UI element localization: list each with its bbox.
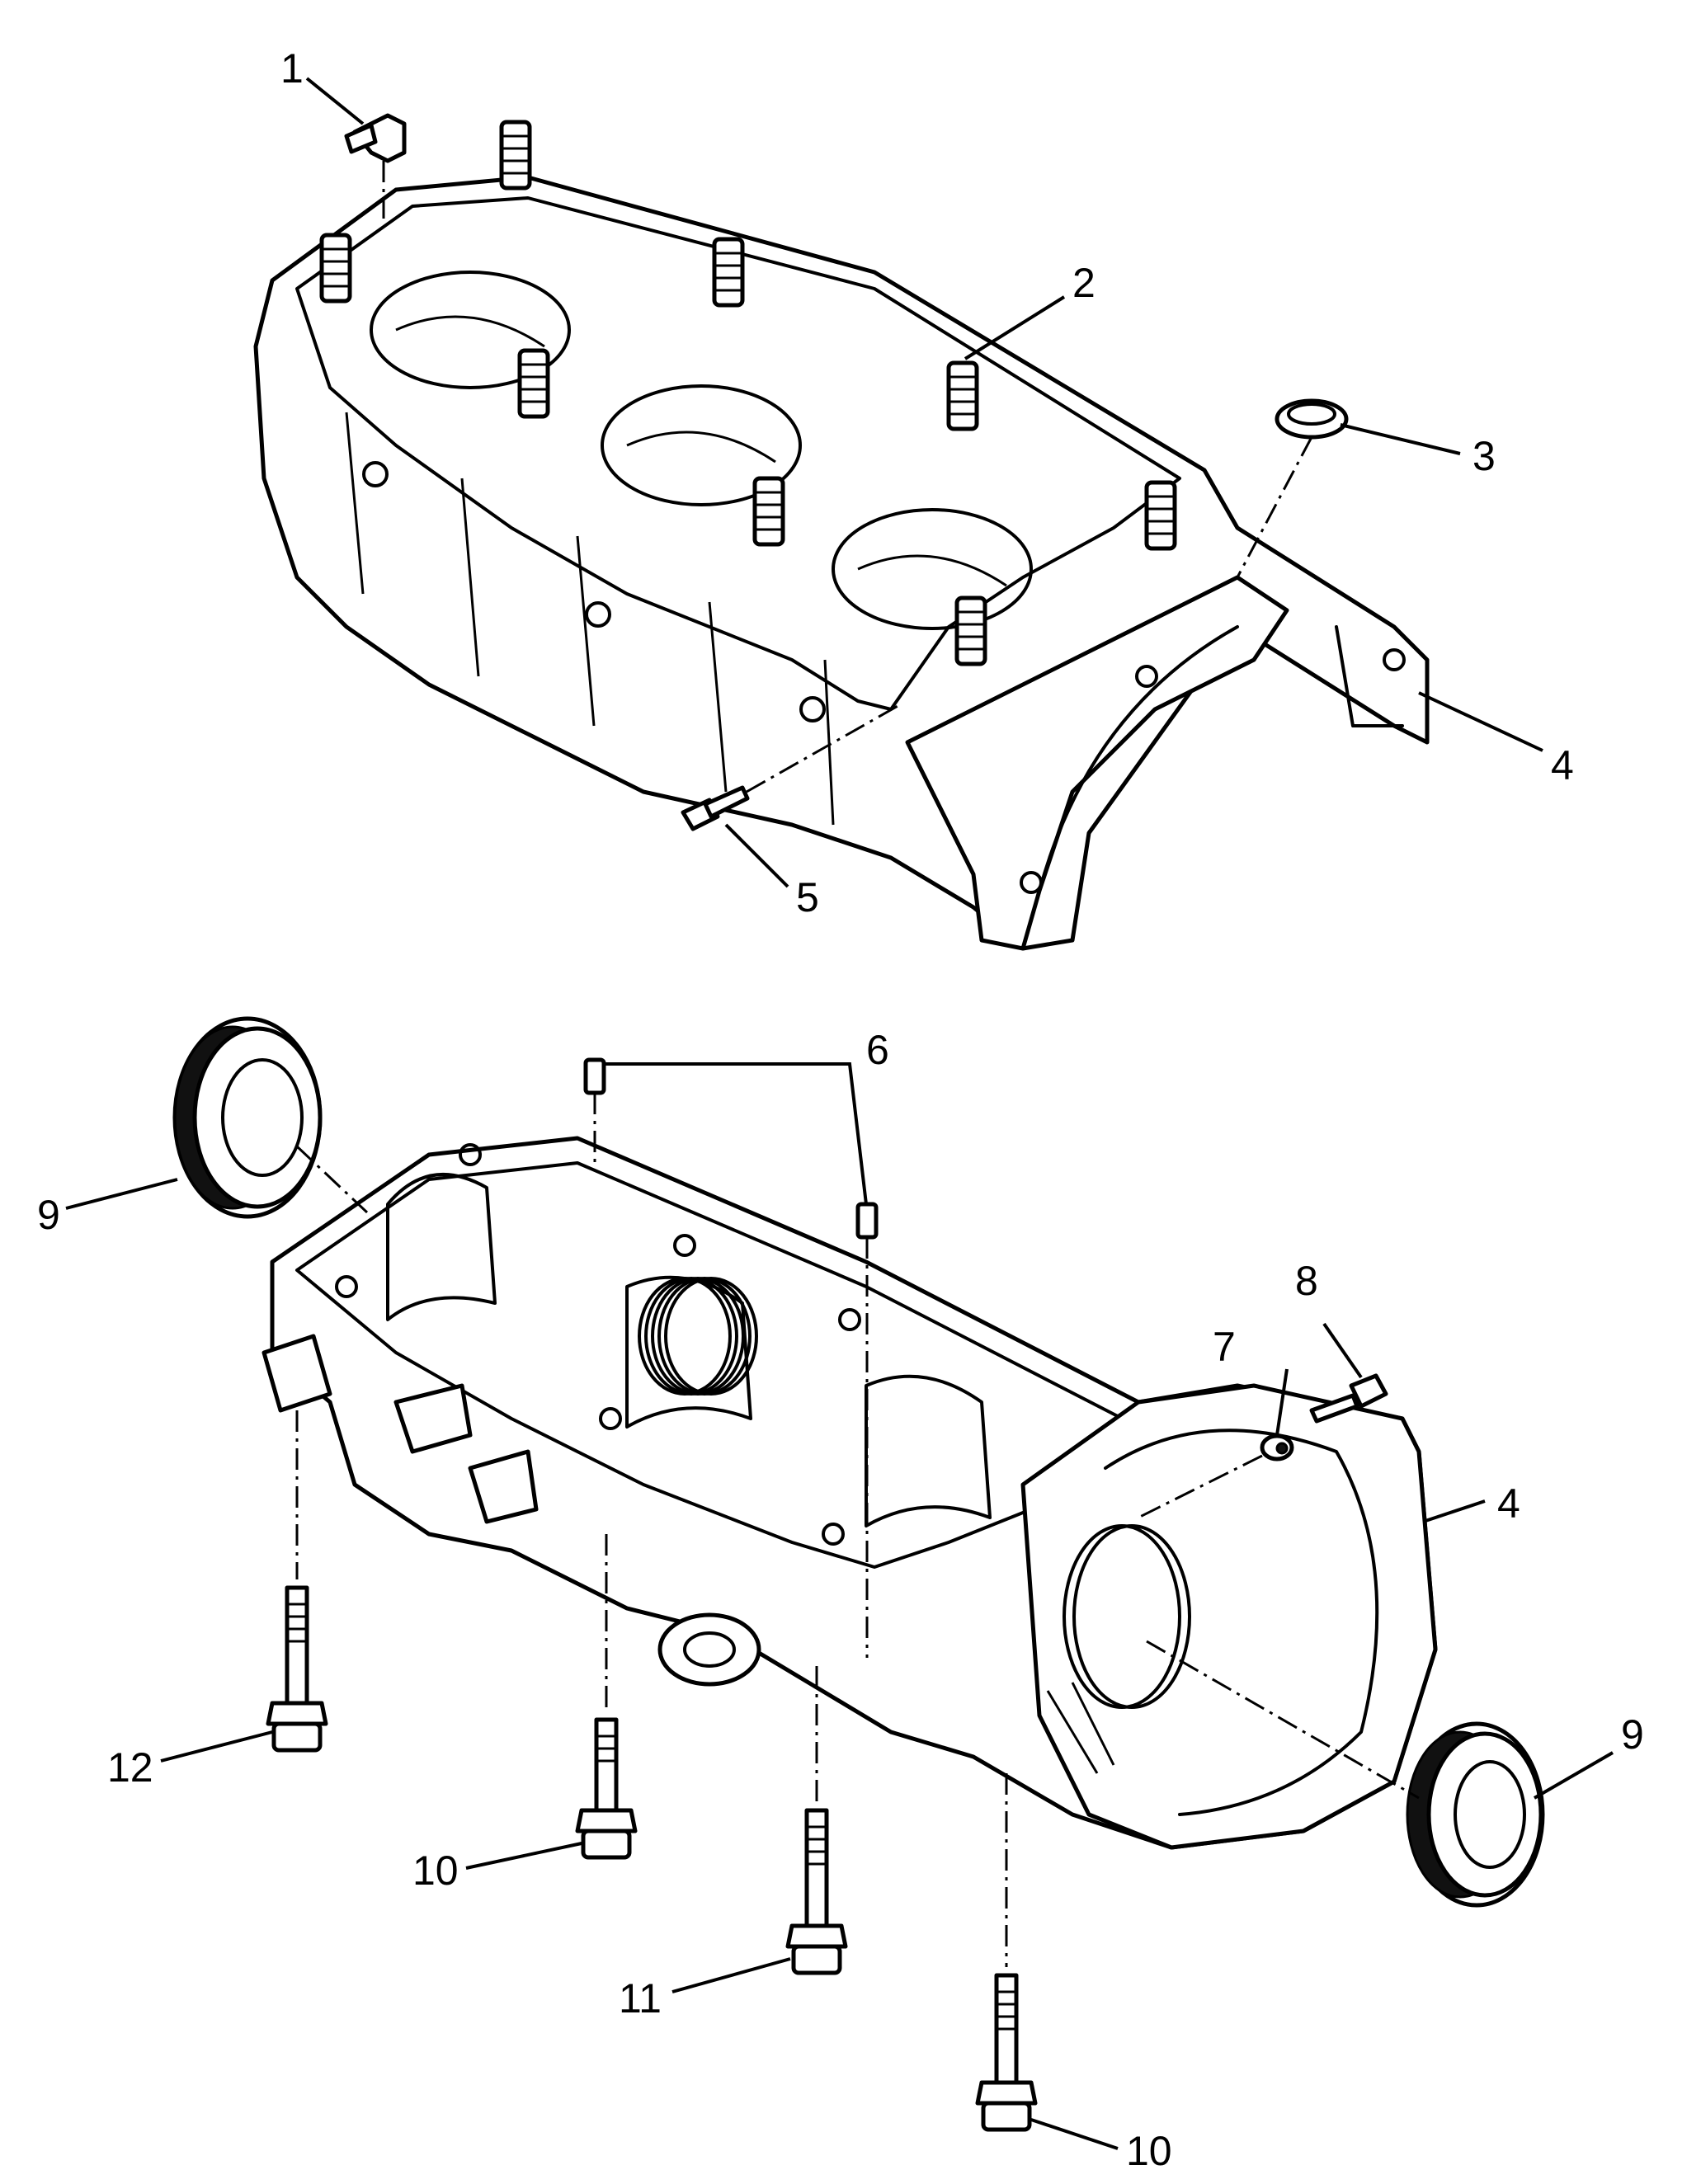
part-3-plug (1236, 398, 1349, 578)
callout-7: 7 (1213, 1324, 1236, 1370)
callout-5: 5 (796, 874, 819, 920)
upper-crankcase-half (253, 175, 1430, 951)
cylinder-studs (319, 120, 1177, 666)
callout-9-left: 9 (37, 1192, 60, 1238)
callout-1: 1 (280, 45, 304, 92)
callout-2: 2 (1072, 260, 1096, 306)
part-11-bolt (785, 1666, 848, 1975)
part-8-bolt (1138, 1373, 1388, 1519)
part-5-bolt (681, 704, 900, 831)
callout-3: 3 (1472, 433, 1496, 479)
leader-lines (65, 77, 1614, 2150)
callout-10-upper: 10 (412, 1847, 459, 1894)
lower-crankcase-half (262, 1136, 1438, 1850)
callout-11: 11 (619, 1975, 662, 2022)
callout-12: 12 (107, 1744, 153, 1791)
part-1-elbow-fitting (344, 113, 407, 219)
callout-8: 8 (1295, 1258, 1318, 1304)
part-10-bolt-upper (575, 1534, 638, 1860)
callout-4-upper: 4 (1551, 742, 1574, 788)
callout-4-lower: 4 (1497, 1480, 1520, 1527)
callout-9-right: 9 (1621, 1711, 1644, 1758)
part-6-dowel-pins (583, 1057, 879, 1658)
callout-10-lower: 10 (1126, 2128, 1172, 2174)
part-9-seal-left (172, 1016, 369, 1219)
part-7-washer (1260, 1433, 1294, 1461)
part-12-bolt (266, 1410, 328, 1753)
part-9-seal-right (1146, 1640, 1545, 1908)
callout-labels: 1 2 3 4 5 6 7 8 9 4 9 12 10 11 10 (37, 45, 1644, 2174)
center-seal-fins (638, 1277, 758, 1396)
part-10-bolt-lower (975, 1773, 1038, 2132)
callout-6: 6 (866, 1027, 889, 1073)
